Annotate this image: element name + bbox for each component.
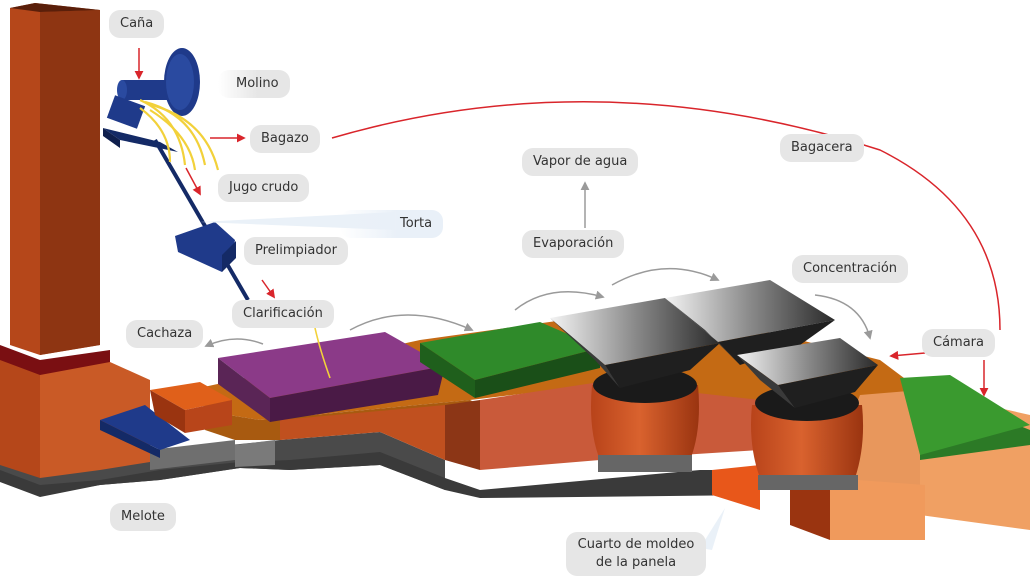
label-cuarto-line2: de la panela <box>595 555 677 570</box>
pan-1 <box>550 298 720 388</box>
gray-arrows <box>204 181 873 348</box>
label-cana: Caña <box>109 10 165 38</box>
label-evaporacion: Evaporación <box>522 230 625 258</box>
label-clarificacion: Clarificación <box>232 300 334 328</box>
furnace-left <box>591 367 699 472</box>
pan-3 <box>737 338 878 408</box>
evaporator <box>420 322 600 398</box>
label-vapor-de-agua: Vapor de agua <box>522 148 639 176</box>
label-cachaza: Cachaza <box>126 320 204 348</box>
label-cuarto-moldeo: Cuarto de moldeo de la panela <box>566 532 706 576</box>
base-floor <box>0 432 760 498</box>
label-cuarto-line1: Cuarto de moldeo <box>577 537 695 552</box>
label-prelimpiador: Prelimpiador <box>244 237 348 265</box>
label-melote: Melote <box>110 503 176 531</box>
label-molino: Molino <box>218 70 290 98</box>
red-arrows <box>134 48 1001 397</box>
cane-juice-strands <box>139 98 331 379</box>
label-torta: Torta <box>340 210 444 238</box>
label-camara: Cámara <box>922 329 995 357</box>
melote-box <box>100 405 190 458</box>
label-bagacera: Bagacera <box>780 134 864 162</box>
cachaza-box <box>150 382 232 433</box>
chimney <box>0 3 150 478</box>
label-concentracion: Concentración <box>792 255 909 283</box>
clarifier <box>218 332 445 422</box>
label-bagazo: Bagazo <box>250 125 320 153</box>
label-jugo-crudo: Jugo crudo <box>218 174 310 202</box>
mill <box>103 48 250 302</box>
